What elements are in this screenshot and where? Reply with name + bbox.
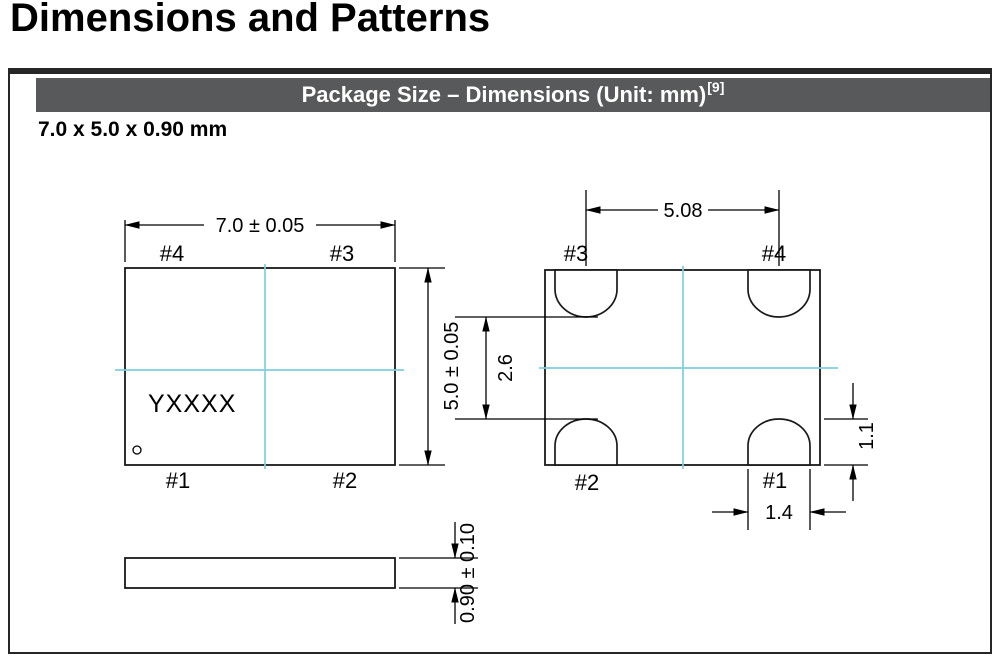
pin-label-1: #1 (166, 468, 190, 493)
package-top-view: YXXXX #4 #3 #1 #2 7.0 ± 0.05 5.0 ± 0.05 (115, 215, 463, 493)
package-outline (124, 267, 396, 466)
dim-thickness-label: 0.90 ± 0.10 (457, 523, 479, 623)
dim-pad-gap-label: 2.6 (495, 354, 517, 382)
dim-pad-height-label: 1.1 (856, 422, 878, 450)
panel-header: Package Size – Dimensions (Unit: mm)[9] (36, 78, 990, 112)
panel-header-title: Package Size – Dimensions (Unit: mm) (301, 82, 707, 107)
pin1-indicator-dot (132, 445, 142, 455)
dim-pad-width-lines (712, 469, 846, 530)
dim-pad-width-label: 1.4 (765, 502, 793, 524)
page-title: Dimensions and Patterns (10, 0, 491, 40)
pin-label-4: #4 (160, 241, 184, 266)
pad-label-3: #3 (564, 241, 588, 266)
dim-width-label: 7.0 ± 0.05 (216, 215, 305, 237)
footnote-ref: [9] (707, 79, 725, 95)
dim-pad-gap-lines (455, 316, 598, 420)
package-marking: YXXXX (148, 390, 236, 418)
package-size-label: 7.0 x 5.0 x 0.90 mm (38, 118, 228, 141)
dim-height-lines (399, 267, 445, 466)
pad-bottom-right (747, 418, 811, 466)
dim-pad-pitch-lines (585, 190, 780, 266)
pad-label-2: #2 (575, 470, 599, 495)
pad-top-right (747, 269, 811, 318)
dim-thickness-lines (399, 522, 478, 624)
pad-label-4: #4 (762, 241, 786, 266)
side-view-outline (124, 557, 396, 589)
pad-bottom-left (554, 418, 618, 466)
land-pattern-view: #3 #4 #2 #1 5.08 2.6 (455, 190, 878, 530)
dim-pad-pitch-label: 5.08 (664, 200, 703, 222)
pin-label-3: #3 (330, 241, 354, 266)
package-side-view: 0.90 ± 0.10 (124, 522, 479, 624)
dim-pad-height-lines (824, 383, 868, 501)
dim-height-label: 5.0 ± 0.05 (441, 322, 463, 411)
pin-label-2: #2 (333, 468, 357, 493)
dim-width-lines (124, 220, 396, 262)
pad-label-1: #1 (763, 468, 787, 493)
dimension-drawing: YXXXX #4 #3 #1 #2 7.0 ± 0.05 5.0 ± 0.05 (115, 190, 878, 624)
pad-top-left (554, 269, 618, 318)
